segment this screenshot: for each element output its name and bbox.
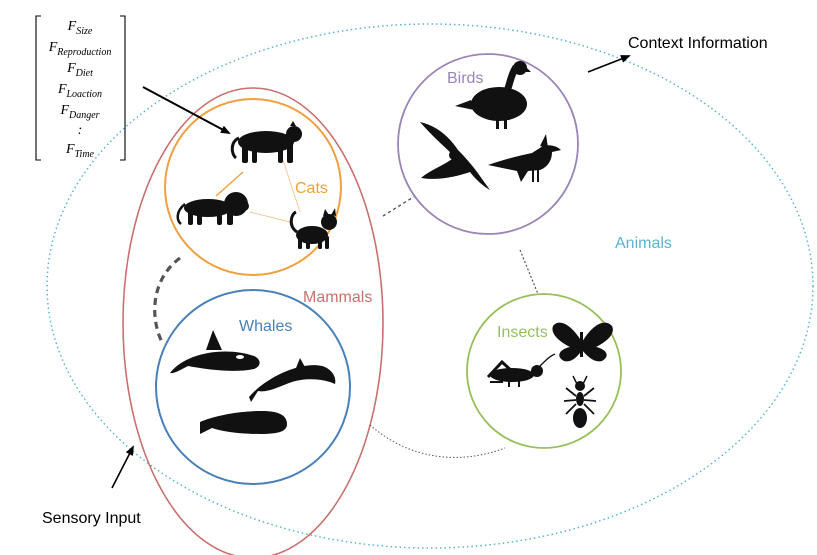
link-birds-insects bbox=[519, 249, 539, 295]
feature-diet: FDiet bbox=[66, 61, 93, 79]
sperm-whale-icon bbox=[200, 411, 287, 434]
cat-icon bbox=[289, 208, 337, 249]
insects-boundary bbox=[466, 293, 622, 449]
feature-danger: FDanger bbox=[59, 103, 99, 121]
feature-reproduction: FReproduction bbox=[48, 40, 112, 58]
mammals-boundary bbox=[122, 87, 384, 555]
lion-icon bbox=[176, 192, 249, 225]
ant-icon bbox=[563, 375, 597, 428]
butterfly-icon bbox=[552, 322, 613, 362]
context-arrow bbox=[587, 55, 631, 73]
animals-label: Animals bbox=[615, 235, 672, 252]
feature-time: FTime bbox=[65, 142, 95, 160]
link-mammals-birds bbox=[382, 195, 416, 217]
birds-label: Birds bbox=[447, 70, 483, 87]
feature-size: FSize bbox=[67, 19, 93, 37]
goose-icon bbox=[455, 61, 531, 129]
whales-boundary bbox=[155, 289, 351, 485]
feature-arrow bbox=[142, 86, 231, 134]
cats-boundary bbox=[164, 98, 342, 276]
cardinal-icon bbox=[488, 134, 561, 182]
link-whales-insects bbox=[369, 424, 506, 458]
whales-label: Whales bbox=[239, 318, 292, 335]
orca-icon bbox=[170, 330, 260, 374]
feature-ellipsis: : bbox=[78, 123, 83, 138]
dolphin-icon bbox=[249, 358, 336, 402]
feature-location: FLoaction bbox=[57, 82, 102, 100]
tiger-icon bbox=[230, 121, 302, 163]
link-cats-whales bbox=[153, 256, 181, 345]
context-information-label: Context Information bbox=[628, 35, 768, 52]
mammals-label: Mammals bbox=[303, 289, 372, 306]
feature-vector: FSize FReproduction FDiet FLoaction FDan… bbox=[35, 15, 126, 161]
cats-label: Cats bbox=[295, 180, 328, 197]
sensory-arrow bbox=[111, 445, 134, 489]
insects-label: Insects bbox=[497, 324, 548, 341]
sensory-input-label: Sensory Input bbox=[42, 510, 141, 527]
eagle-icon bbox=[420, 122, 490, 190]
left-bracket bbox=[35, 15, 41, 161]
animals-boundary bbox=[46, 23, 814, 549]
right-bracket bbox=[120, 15, 126, 161]
birds-boundary bbox=[397, 53, 579, 235]
grasshopper-icon bbox=[486, 353, 556, 387]
